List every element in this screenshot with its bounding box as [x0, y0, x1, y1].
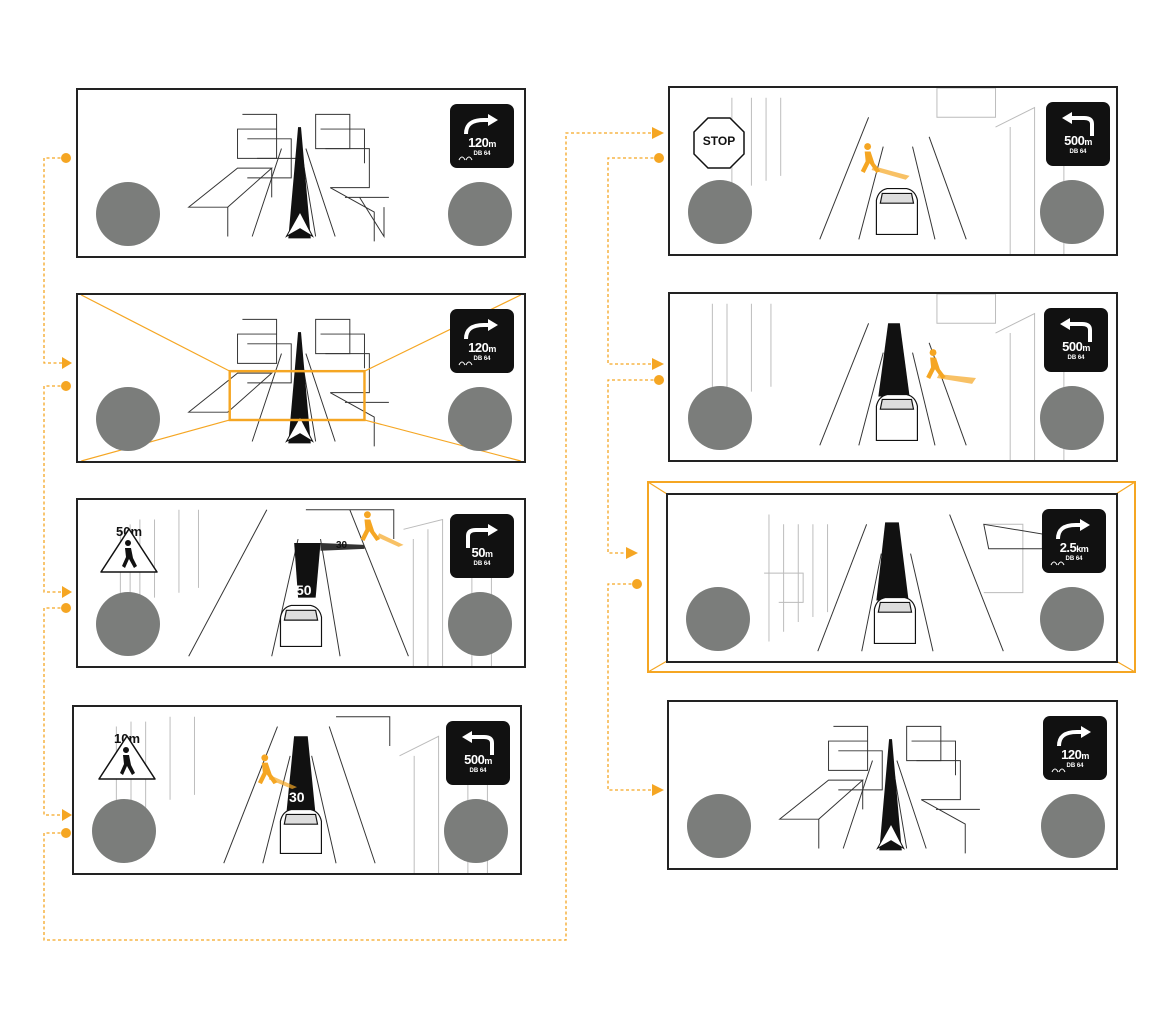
- control-knob-right[interactable]: [1040, 587, 1104, 651]
- nav-unit: m: [484, 756, 492, 766]
- nav-indicator: 50m DB 64: [450, 514, 514, 578]
- road-label: DB 64: [1067, 355, 1085, 361]
- hud-panel-left-2: 120m DB 64: [76, 293, 526, 463]
- control-knob-left[interactable]: [96, 387, 160, 451]
- nav-unit: m: [488, 139, 496, 149]
- nav-unit: m: [484, 549, 493, 559]
- control-knob-left[interactable]: [96, 592, 160, 656]
- control-knob-left[interactable]: [686, 587, 750, 651]
- road-label: DB 64: [473, 151, 491, 157]
- control-knob-right[interactable]: [1040, 180, 1104, 244]
- road-label: DB 64: [1066, 763, 1084, 769]
- nav-distance: 120: [468, 135, 489, 150]
- road-label: DB 64: [1069, 149, 1087, 155]
- nav-indicator: 120m DB 64: [450, 309, 514, 373]
- hud-panel-left-1: 120m DB 64: [76, 88, 526, 258]
- stop-sign-icon: [693, 117, 745, 169]
- pedestrian-warning-icon: [98, 735, 156, 780]
- control-knob-right[interactable]: [448, 387, 512, 451]
- road-label: DB 64: [473, 356, 491, 362]
- hud-panel-right-4: 120m DB 64: [667, 700, 1118, 870]
- control-knob-right[interactable]: [1040, 386, 1104, 450]
- nav-indicator: 500m DB 64: [1044, 308, 1108, 372]
- stop-sign: STOP: [692, 116, 746, 170]
- nav-distance: 500: [1062, 339, 1083, 354]
- control-knob-left[interactable]: [687, 794, 751, 858]
- speed-label: 50: [296, 582, 312, 598]
- speed-label: 30: [336, 540, 348, 551]
- turn-right-arrow-icon: [1051, 726, 1091, 773]
- road-pedestrian-scene: [711, 294, 1065, 460]
- turn-left-arrow-icon: [1060, 318, 1092, 342]
- nav-indicator: 120m DB 64: [450, 104, 514, 168]
- turn-right-arrow-icon: [466, 524, 498, 548]
- nav-unit: km: [1076, 544, 1089, 554]
- control-knob-left[interactable]: [688, 180, 752, 244]
- nav-distance: 2.5: [1059, 540, 1077, 555]
- speed-label: 30: [289, 789, 305, 805]
- nav-distance: 500: [464, 752, 485, 767]
- control-knob-right[interactable]: [448, 182, 512, 246]
- turn-right-arrow-icon: [1050, 519, 1090, 566]
- road-label: DB 64: [1065, 556, 1083, 562]
- hud-panel-left-3: 50 30 50m 50m DB 64: [76, 498, 526, 668]
- nav-indicator: 120m DB 64: [1043, 716, 1107, 780]
- nav-indicator: 500m DB 64: [446, 721, 510, 785]
- hud-panel-left-4: 30 10m 500m DB 64: [72, 705, 522, 875]
- turn-right-arrow-icon: [458, 319, 498, 366]
- nav-distance: 50: [471, 545, 486, 560]
- city-street-scene: [778, 725, 980, 854]
- road-highway-scene: [764, 514, 1043, 652]
- nav-distance: 500: [1064, 133, 1085, 148]
- hud-panel-right-2: 500m DB 64: [668, 292, 1118, 462]
- stop-pedestrian-scene: [731, 88, 1065, 254]
- turn-right-arrow-icon: [458, 114, 498, 161]
- road-label: DB 64: [469, 768, 487, 774]
- city-street-scene-zoom: [81, 295, 521, 461]
- control-knob-right[interactable]: [1041, 794, 1105, 858]
- road-pedestrian-scene: [119, 509, 492, 666]
- pedestrian-warning-sign: 10m: [96, 731, 158, 780]
- pedestrian-warning-sign: 50m: [98, 524, 160, 573]
- control-knob-right[interactable]: [444, 799, 508, 863]
- road-label: DB 64: [473, 561, 491, 567]
- pedestrian-warning-icon: [100, 528, 158, 573]
- turn-left-arrow-icon: [1062, 112, 1094, 136]
- nav-distance: 120: [1061, 747, 1082, 762]
- nav-unit: m: [1084, 137, 1092, 147]
- control-knob-left[interactable]: [92, 799, 156, 863]
- nav-unit: m: [488, 344, 496, 354]
- hud-panel-right-1: STOP 500m DB 64: [668, 86, 1118, 256]
- control-knob-right[interactable]: [448, 592, 512, 656]
- nav-unit: m: [1082, 343, 1090, 353]
- nav-indicator: 500m DB 64: [1046, 102, 1110, 166]
- control-knob-left[interactable]: [96, 182, 160, 246]
- nav-indicator: 2.5km DB 64: [1042, 509, 1106, 573]
- hud-panel-right-3: 2.5km DB 64: [666, 493, 1118, 663]
- nav-unit: m: [1081, 751, 1089, 761]
- turn-left-arrow-icon: [462, 731, 494, 755]
- control-knob-left[interactable]: [688, 386, 752, 450]
- stop-sign-text: STOP: [702, 134, 736, 148]
- nav-distance: 120: [468, 340, 489, 355]
- city-street-scene: [187, 113, 389, 242]
